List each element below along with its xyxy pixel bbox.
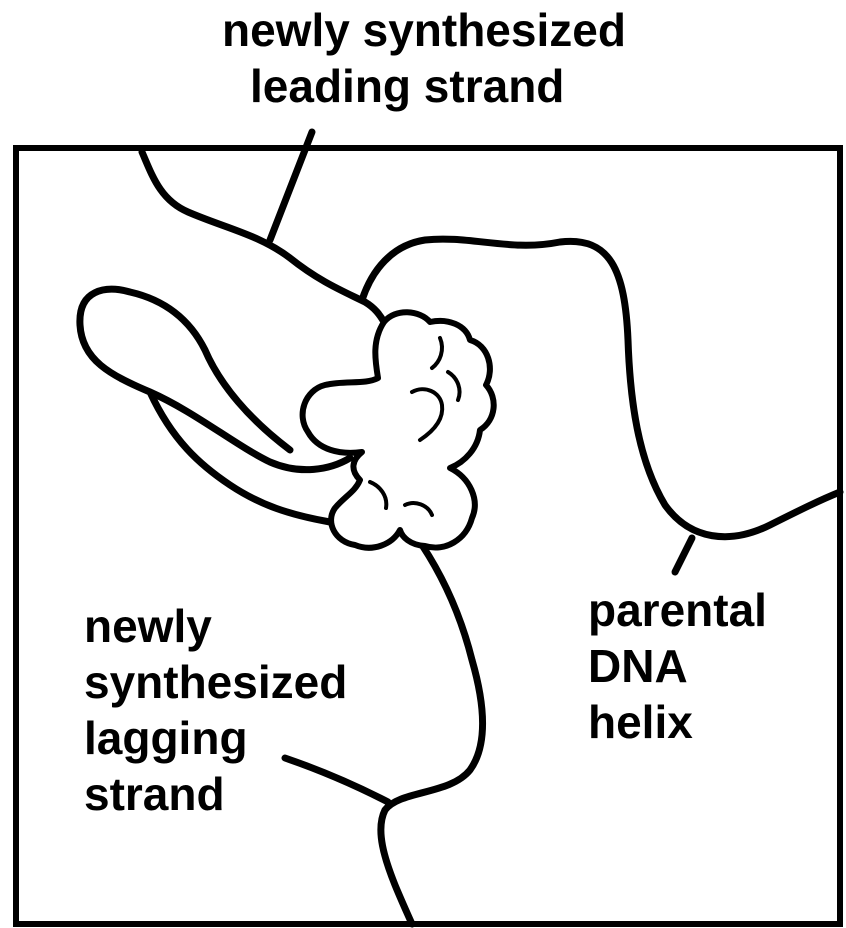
- replication-machinery-blob: [303, 312, 494, 547]
- leading-strand: [142, 152, 384, 322]
- lower-duplex: [381, 545, 483, 924]
- leading-strand-label: newly synthesized leading strand: [222, 2, 692, 114]
- parental-label-line-1: parental: [588, 582, 767, 638]
- lagging-label-line-1: newly: [84, 598, 347, 654]
- lagging-strand-label: newly synthesized lagging strand: [84, 598, 347, 822]
- leading-label-line-1: newly synthesized: [222, 2, 692, 58]
- parental-label-line-2: DNA: [588, 638, 767, 694]
- parental-helix-label: parental DNA helix: [588, 582, 767, 750]
- lagging-label-line-3: lagging: [84, 710, 347, 766]
- lagging-label-line-4: strand: [84, 766, 347, 822]
- leading-label-line-2: leading strand: [222, 58, 692, 114]
- parental-label-line-3: helix: [588, 694, 767, 750]
- lagging-label-line-2: synthesized: [84, 654, 347, 710]
- parental-helix-leader-line: [675, 538, 692, 572]
